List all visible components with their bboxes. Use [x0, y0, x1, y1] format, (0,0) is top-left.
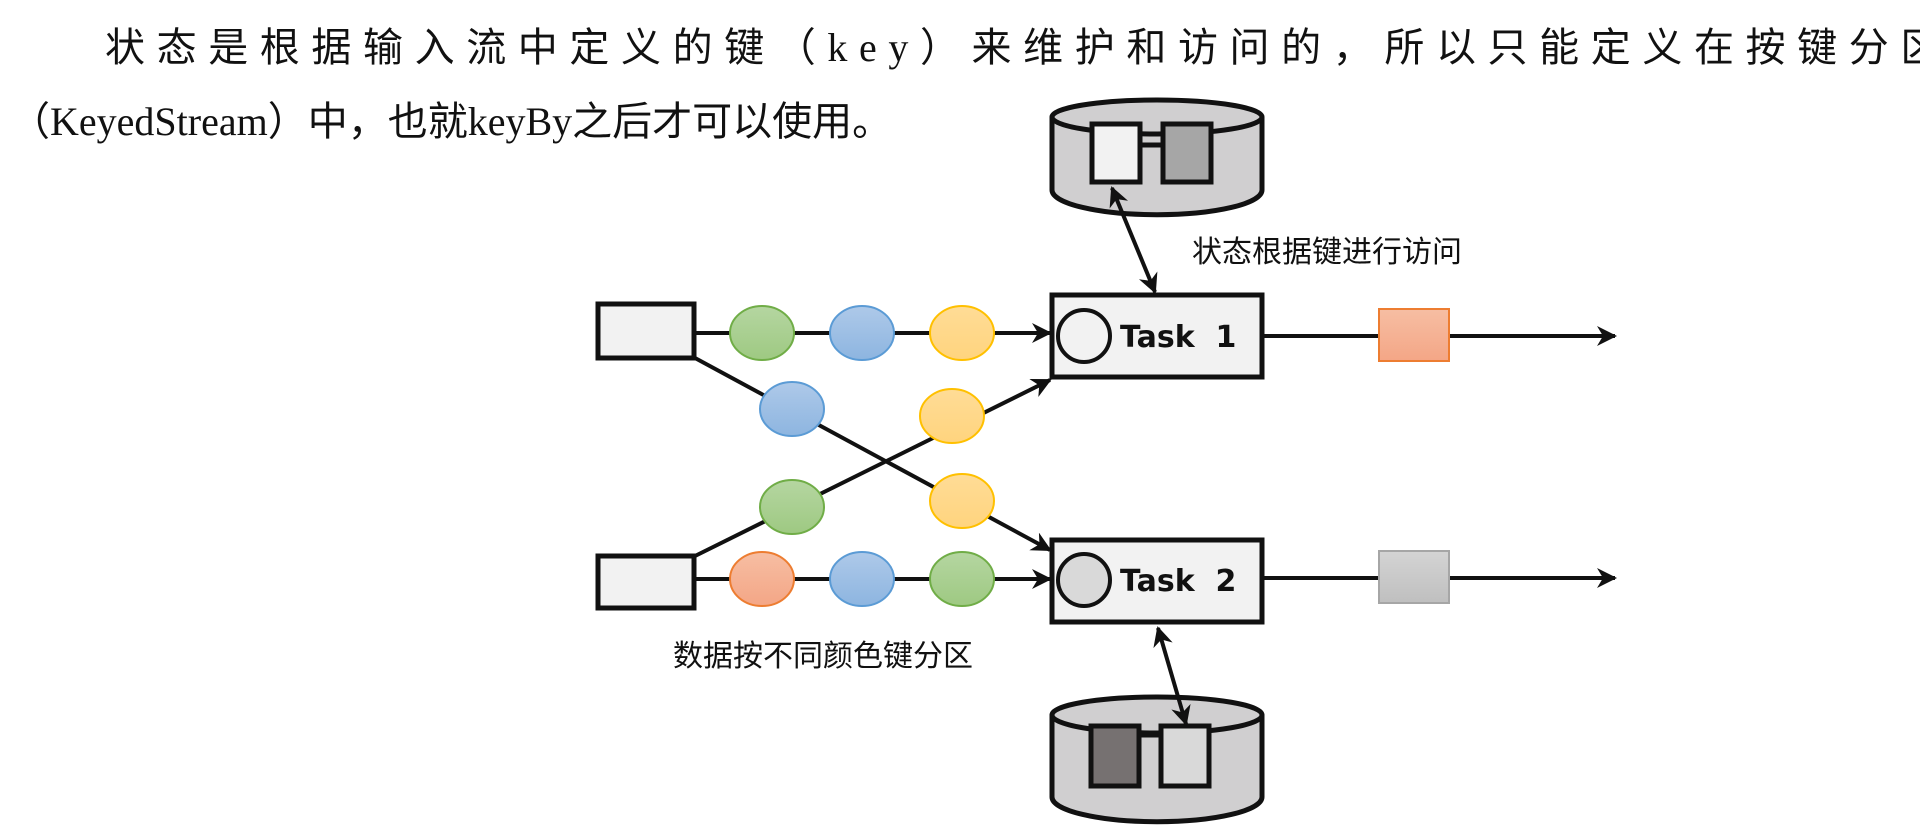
task-2-output-record	[1378, 550, 1450, 604]
state-key-2	[1160, 121, 1214, 185]
stream-2-cross-edge	[694, 378, 1052, 558]
stream-2-cross-event-yellow	[919, 388, 985, 444]
task-1: Task 1	[1049, 292, 1265, 380]
stream-2-event-green	[929, 551, 995, 607]
task-1-label: Task 1	[1120, 320, 1236, 355]
source-1	[595, 301, 697, 361]
state-access-caption: 状态根据键进行访问	[1192, 235, 1462, 270]
stream-2-event-blue	[829, 551, 895, 607]
task-2-label: Task 2	[1120, 564, 1236, 599]
stream-1-event-green	[729, 305, 795, 361]
state-key-2	[1158, 723, 1212, 789]
stream-events	[729, 305, 995, 607]
partition-caption: 数据按不同颜色键分区	[673, 639, 973, 674]
state-access-arrow-2	[1153, 626, 1191, 726]
task-1-state-circle	[1056, 308, 1112, 364]
task-2-state-circle	[1056, 552, 1112, 608]
state-store-1-top	[1049, 97, 1265, 137]
paragraph-line-2: （KeyedStream）中，也就keyBy之后才可以使用。	[10, 99, 893, 144]
paragraph-line-1: 状态是根据输入流中定义的键（key）来维护和访问的，所以只能定义在按键分区流	[105, 25, 1920, 70]
stream-2-event-orange	[729, 551, 795, 607]
stream-1-cross-event-yellow	[929, 473, 995, 529]
state-store-task-2	[1049, 694, 1265, 825]
state-key-1	[1089, 121, 1143, 185]
state-access-arrow-1	[1109, 186, 1158, 294]
source-2	[595, 553, 697, 611]
state-store-task-1	[1049, 97, 1265, 218]
task-1-output-record	[1378, 308, 1450, 362]
task-2: Task 2	[1049, 537, 1265, 625]
stream-2-cross-event-green	[759, 479, 825, 535]
stream-1-event-blue	[829, 305, 895, 361]
stream-1-event-yellow	[929, 305, 995, 361]
stream-1-cross-edge	[694, 356, 1052, 552]
state-store-2-top	[1049, 694, 1265, 736]
stream-1-cross-event-blue	[759, 381, 825, 437]
state-key-1	[1088, 723, 1142, 789]
